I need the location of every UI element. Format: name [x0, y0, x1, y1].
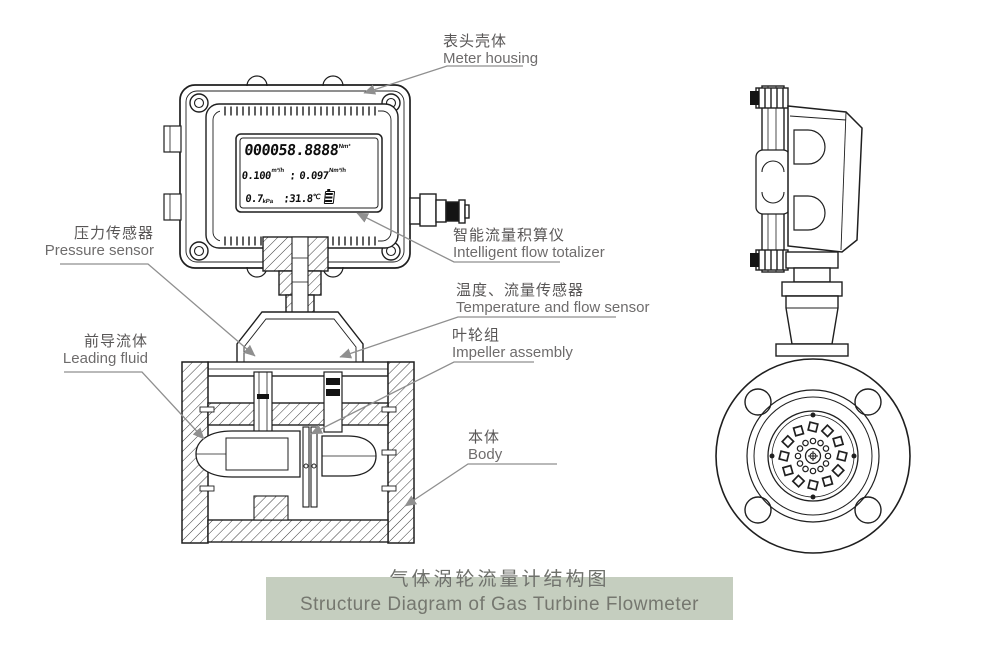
pressure-sensor-label-en: Pressure sensor: [44, 242, 154, 259]
leading-fluid-label-en: Leading fluid: [62, 350, 148, 367]
lcd-pressure-temp-row: 0.7kPa:31.8℃: [239, 191, 374, 206]
label-pressure-sensor: 压力传感器 Pressure sensor: [8, 225, 154, 259]
label-temperature-flow-sensor: 温度、流量传感器 Temperature and flow sensor: [456, 282, 649, 316]
lcd-temperature-value: 31.8: [288, 193, 314, 205]
body-label-en: Body: [468, 446, 503, 463]
leader-temp-flow-sensor: [339, 316, 616, 359]
side-view-drawing: [715, 85, 911, 554]
lcd-separator: :: [288, 168, 297, 184]
leader-impeller: [310, 361, 534, 435]
side-neck: [775, 251, 849, 357]
cover-clamp-strip: [750, 85, 791, 273]
impeller-label-zh: 叶轮组: [452, 327, 501, 344]
flow-internals: [195, 426, 377, 508]
leader-meter-housing: [363, 65, 523, 95]
leader-lines: [60, 65, 616, 507]
neck-stem: [262, 236, 329, 316]
label-leading-fluid: 前导流体 Leading fluid: [8, 333, 148, 367]
lcd-pressure-unit: kPa: [262, 199, 274, 205]
diagram-title-en: Structure Diagram of Gas Turbine Flowmet…: [299, 594, 700, 615]
impeller-label-en: Impeller assembly: [452, 344, 573, 361]
diagram-title-zh: 气体涡轮流量计结构图: [389, 569, 610, 590]
impeller-face: [778, 421, 848, 491]
meter-housing-label-zh: 表头壳体: [443, 33, 508, 50]
lcd-working-flow-value: 0.100: [241, 170, 272, 182]
temp-flow-sensor-label-zh: 温度、流量传感器: [456, 282, 585, 299]
sensor-stems: [253, 371, 343, 433]
pressure-sensor-label-zh: 压力传感器: [73, 225, 154, 242]
label-body: 本体 Body: [468, 429, 502, 463]
leader-totalizer: [356, 212, 560, 263]
lcd-standard-flow-unit: Nm³/h: [328, 168, 347, 174]
front-view-drawing: [163, 75, 470, 544]
label-impeller-assembly: 叶轮组 Impeller assembly: [452, 327, 573, 361]
totalizer-label-zh: 智能流量积算仪: [453, 227, 566, 244]
cable-gland-connector: [409, 193, 470, 227]
leader-pressure-sensor: [60, 263, 256, 357]
temp-flow-sensor-label-en: Temperature and flow sensor: [456, 299, 650, 316]
totalizer-label-en: Intelligent flow totalizer: [453, 244, 605, 261]
battery-icon: [323, 191, 335, 204]
lcd-pressure-value: 0.7: [244, 193, 264, 205]
lcd-standard-flow-value: 0.097: [298, 170, 330, 182]
lcd-total-flow-unit: Nm³: [338, 144, 351, 150]
lcd-flow-rate-row: 0.100m³/h:0.097Nm³/h: [241, 168, 376, 184]
leading-fluid-label-zh: 前导流体: [83, 333, 148, 350]
label-meter-housing: 表头壳体 Meter housing: [443, 33, 538, 67]
lcd-total-flow-row: 000058.8888Nm³: [243, 141, 379, 159]
diagram-title-block: 气体涡轮流量计结构图 Structure Diagram of Gas Turb…: [266, 569, 733, 620]
meter-head-side: [787, 105, 863, 253]
lcd-total-flow-value: 000058.8888: [243, 141, 340, 159]
label-intelligent-flow-totalizer: 智能流量积算仪 Intelligent flow totalizer: [453, 227, 605, 261]
leader-leading-fluid: [64, 371, 205, 440]
lcd-temperature-unit: ℃: [312, 194, 321, 201]
leader-body: [404, 463, 557, 507]
body-label-zh: 本体: [468, 429, 501, 446]
lcd-frame: [235, 133, 383, 213]
body-section: [181, 361, 415, 544]
meter-housing-label-en: Meter housing: [443, 50, 539, 67]
lcd-working-flow-unit: m³/h: [271, 168, 285, 174]
lcd-display: 000058.8888Nm³ 0.100m³/h:0.097Nm³/h 0.7k…: [239, 141, 380, 206]
